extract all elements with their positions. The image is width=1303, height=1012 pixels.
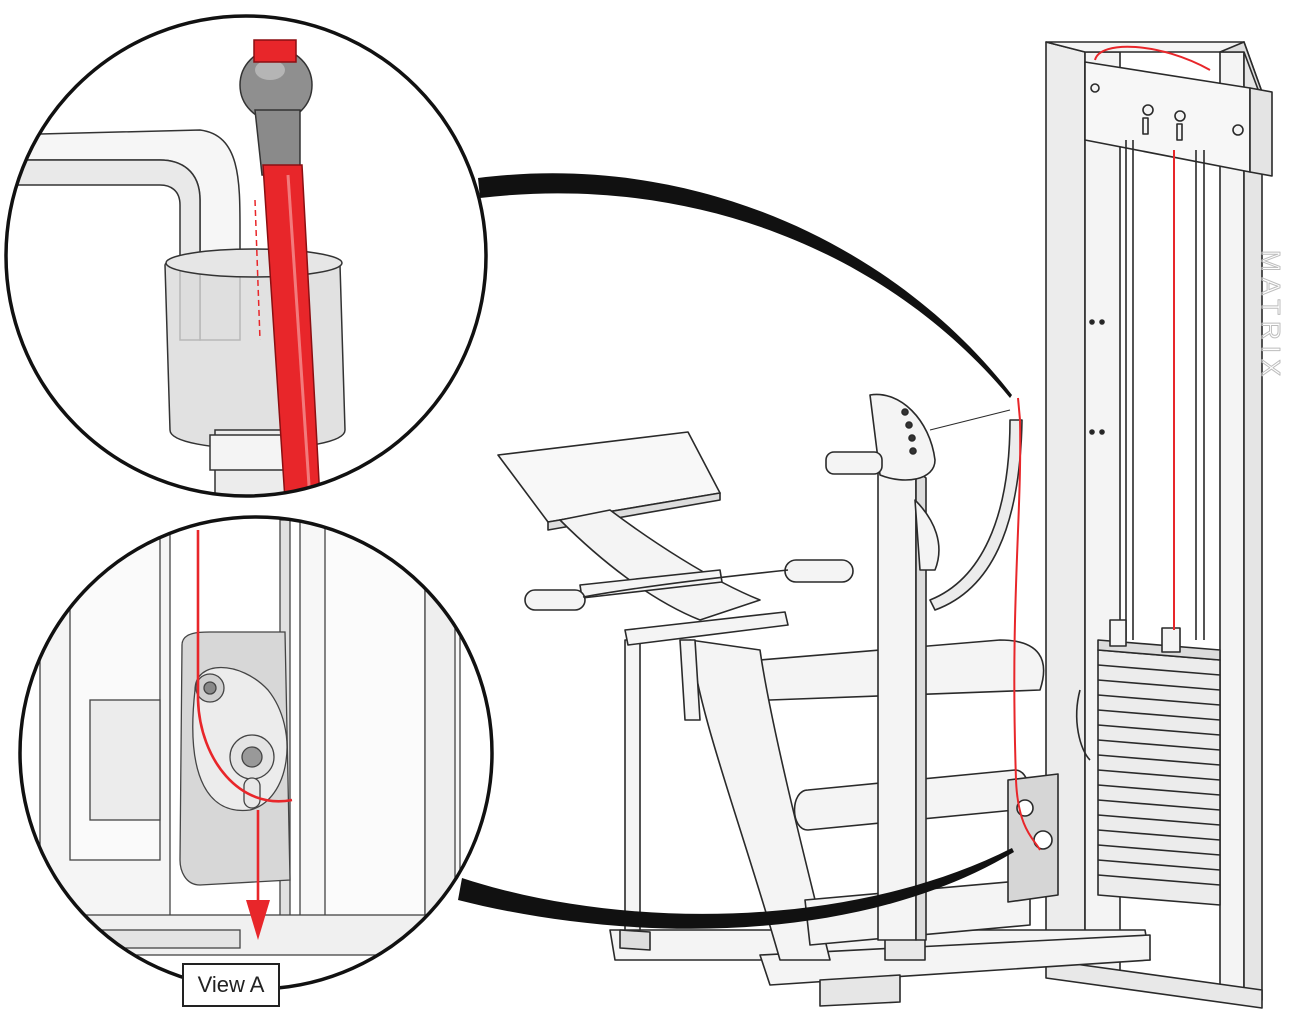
machine-cable	[1013, 45, 1211, 851]
callout-connectors	[458, 173, 1014, 929]
weight-stack-tower	[1045, 41, 1273, 1009]
seat-assembly	[497, 431, 854, 646]
cam-assembly	[825, 393, 1023, 611]
top-detail-view	[4, 14, 488, 498]
upright-post	[877, 469, 927, 941]
frame-base	[609, 929, 1151, 1007]
pulley-housing	[1007, 773, 1059, 903]
bottom-detail-view	[18, 515, 494, 991]
machine-drawing: MATRIX	[497, 41, 1287, 1009]
view-a-label: View A	[182, 963, 280, 1007]
brand-text: MATRIX	[1256, 250, 1286, 382]
